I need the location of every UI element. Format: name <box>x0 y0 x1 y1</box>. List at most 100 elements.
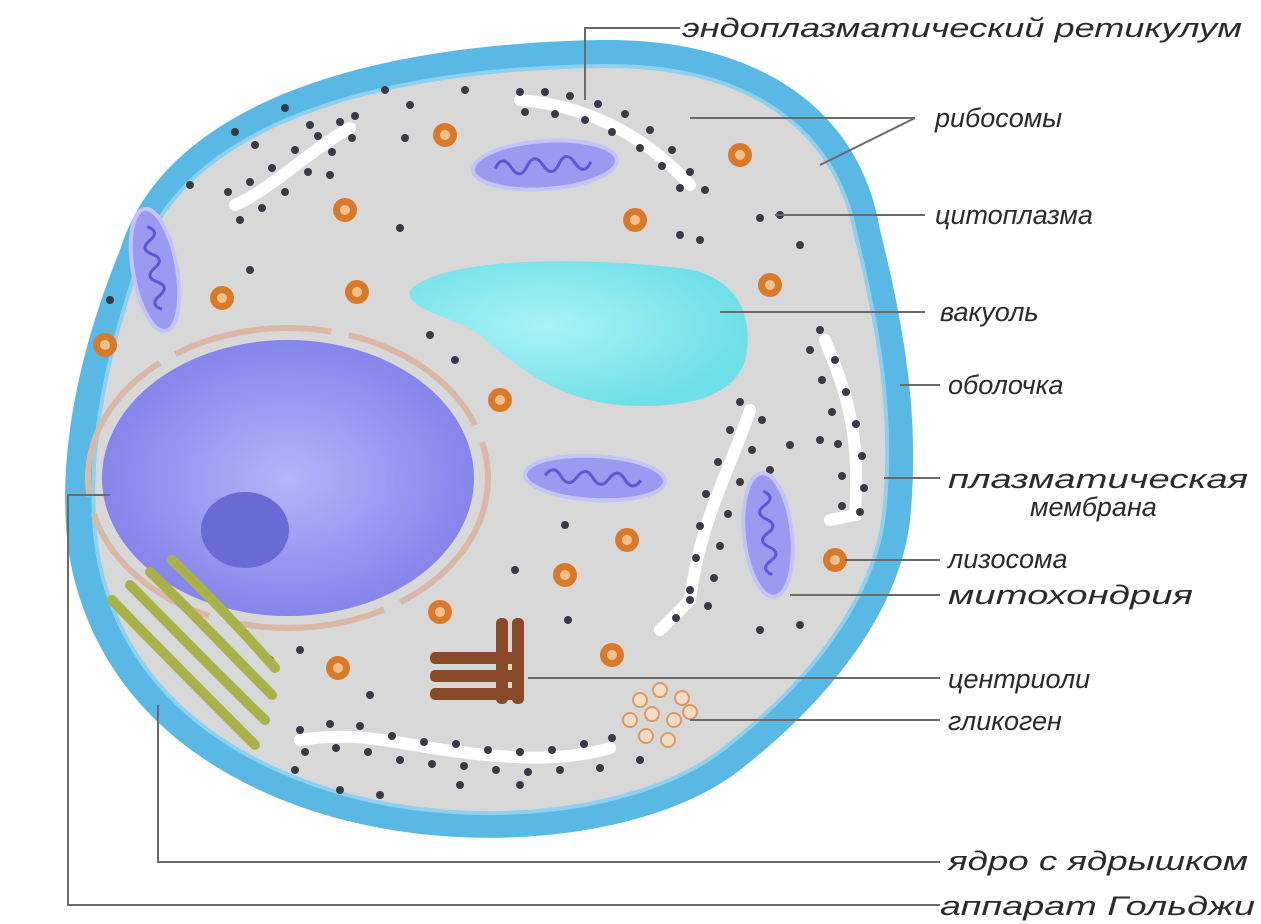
ribosome-dot <box>608 128 616 136</box>
ribosome-dot <box>364 748 372 756</box>
label-wall: оболочка <box>948 370 1063 400</box>
ribosome-dot <box>451 356 459 364</box>
lysosome-core <box>765 280 775 290</box>
ribosome-dot <box>668 146 676 154</box>
label-ribosomes: рибосомы <box>934 103 1062 133</box>
ribosome-dot <box>726 426 734 434</box>
ribosome-dot <box>511 566 519 574</box>
ribosome-dot <box>332 744 340 752</box>
ribosome-dot <box>710 574 718 582</box>
ribosome-dot <box>396 224 404 232</box>
ribosome-dot <box>636 756 644 764</box>
lysosome-core <box>495 395 505 405</box>
ribosome-dot <box>696 236 704 244</box>
ribosome-dot <box>281 188 289 196</box>
ribosome-dot <box>246 266 254 274</box>
ribosome-dot <box>816 436 824 444</box>
ribosome-dot <box>686 586 694 594</box>
ribosome-dot <box>521 108 529 116</box>
ribosome-dot <box>328 148 336 156</box>
ribosome-dot <box>566 92 574 100</box>
ribosome-dot <box>296 726 304 734</box>
ribosome-dot <box>246 178 254 186</box>
ribosome-dot <box>701 186 709 194</box>
ribosome-dot <box>556 766 564 774</box>
ribosome-dot <box>716 542 724 550</box>
ribosome-dot <box>231 128 239 136</box>
ribosome-dot <box>336 118 344 126</box>
ribosome-dot <box>816 326 824 334</box>
ribosome-dot <box>842 388 850 396</box>
ribosome-dot <box>596 764 604 772</box>
ribosome-dot <box>396 756 404 764</box>
ribosome-dot <box>351 112 359 120</box>
ribosome-dot <box>541 88 549 96</box>
ribosome-dot <box>714 458 722 466</box>
ribosome-dot <box>516 748 524 756</box>
lysosome-core <box>440 130 450 140</box>
ribosome-dot <box>291 146 299 154</box>
ribosome-dot <box>304 168 312 176</box>
ribosome-dot <box>461 86 469 94</box>
lysosome-core <box>830 555 840 565</box>
ribosome-dot <box>696 522 704 530</box>
ribosome-dot <box>796 621 804 629</box>
ribosome-dot <box>704 602 712 610</box>
ribosome-dot <box>516 781 524 789</box>
ribosome-dot <box>281 104 289 112</box>
lysosome-core <box>100 340 110 350</box>
ribosome-dot <box>796 241 804 249</box>
ribosome-dot <box>258 204 266 212</box>
ribosome-dot <box>852 420 860 428</box>
ribosome-dot <box>831 356 839 364</box>
label-centrioles: центриоли <box>948 664 1090 694</box>
ribosome-dot <box>786 441 794 449</box>
ribosome-dot <box>366 691 374 699</box>
ribosome-dot <box>594 100 602 108</box>
label-cytoplasm: цитоплазма <box>935 200 1093 230</box>
ribosome-dot <box>428 760 436 768</box>
label-mitochondria: митохондрия <box>948 580 1193 610</box>
ribosome-dot <box>551 110 559 118</box>
ribosome-dot <box>106 296 114 304</box>
ribosome-dot <box>748 446 756 454</box>
ribosome-dot <box>484 746 492 754</box>
ribosome-dot <box>420 738 428 746</box>
ribosome-dot <box>838 502 846 510</box>
ribosome-dot <box>224 188 232 196</box>
ribosome-dot <box>452 740 460 748</box>
lysosome-core <box>333 663 343 673</box>
ribosome-dot <box>581 116 589 124</box>
lysosome-core <box>607 650 617 660</box>
nucleolus <box>201 492 289 568</box>
ribosome-dot <box>460 762 468 770</box>
lysosome-core <box>630 215 640 225</box>
ribosome-dot <box>456 781 464 789</box>
lysosome-core <box>435 607 445 617</box>
ribosome-dot <box>548 746 556 754</box>
ribosome-dot <box>524 768 532 776</box>
label-endoplasmic-reticulum: эндоплазматический ретикулум <box>682 13 1242 43</box>
ribosome-dot <box>838 472 846 480</box>
lysosome-core <box>352 287 362 297</box>
ribosome-dot <box>561 521 569 529</box>
ribosome-dot <box>348 134 356 142</box>
ribosome-dot <box>724 510 732 518</box>
ribosome-dot <box>236 216 244 224</box>
ribosome-dot <box>306 121 314 129</box>
ribosome-dot <box>406 101 414 109</box>
ribosome-dot <box>580 740 588 748</box>
ribosome-dot <box>758 416 766 424</box>
ribosome-dot <box>676 231 684 239</box>
ribosome-dot <box>426 331 434 339</box>
ribosome-dot <box>356 722 364 730</box>
ribosome-dot <box>326 720 334 728</box>
ribosome-dot <box>806 346 814 354</box>
ribosome-dot <box>326 171 334 179</box>
ribosome-dot <box>636 144 644 152</box>
ribosome-dot <box>301 748 309 756</box>
ribosome-dot <box>756 626 764 634</box>
ribosome-dot <box>336 786 344 794</box>
label-plasma-membrane-line2: мембрана <box>1030 492 1157 522</box>
